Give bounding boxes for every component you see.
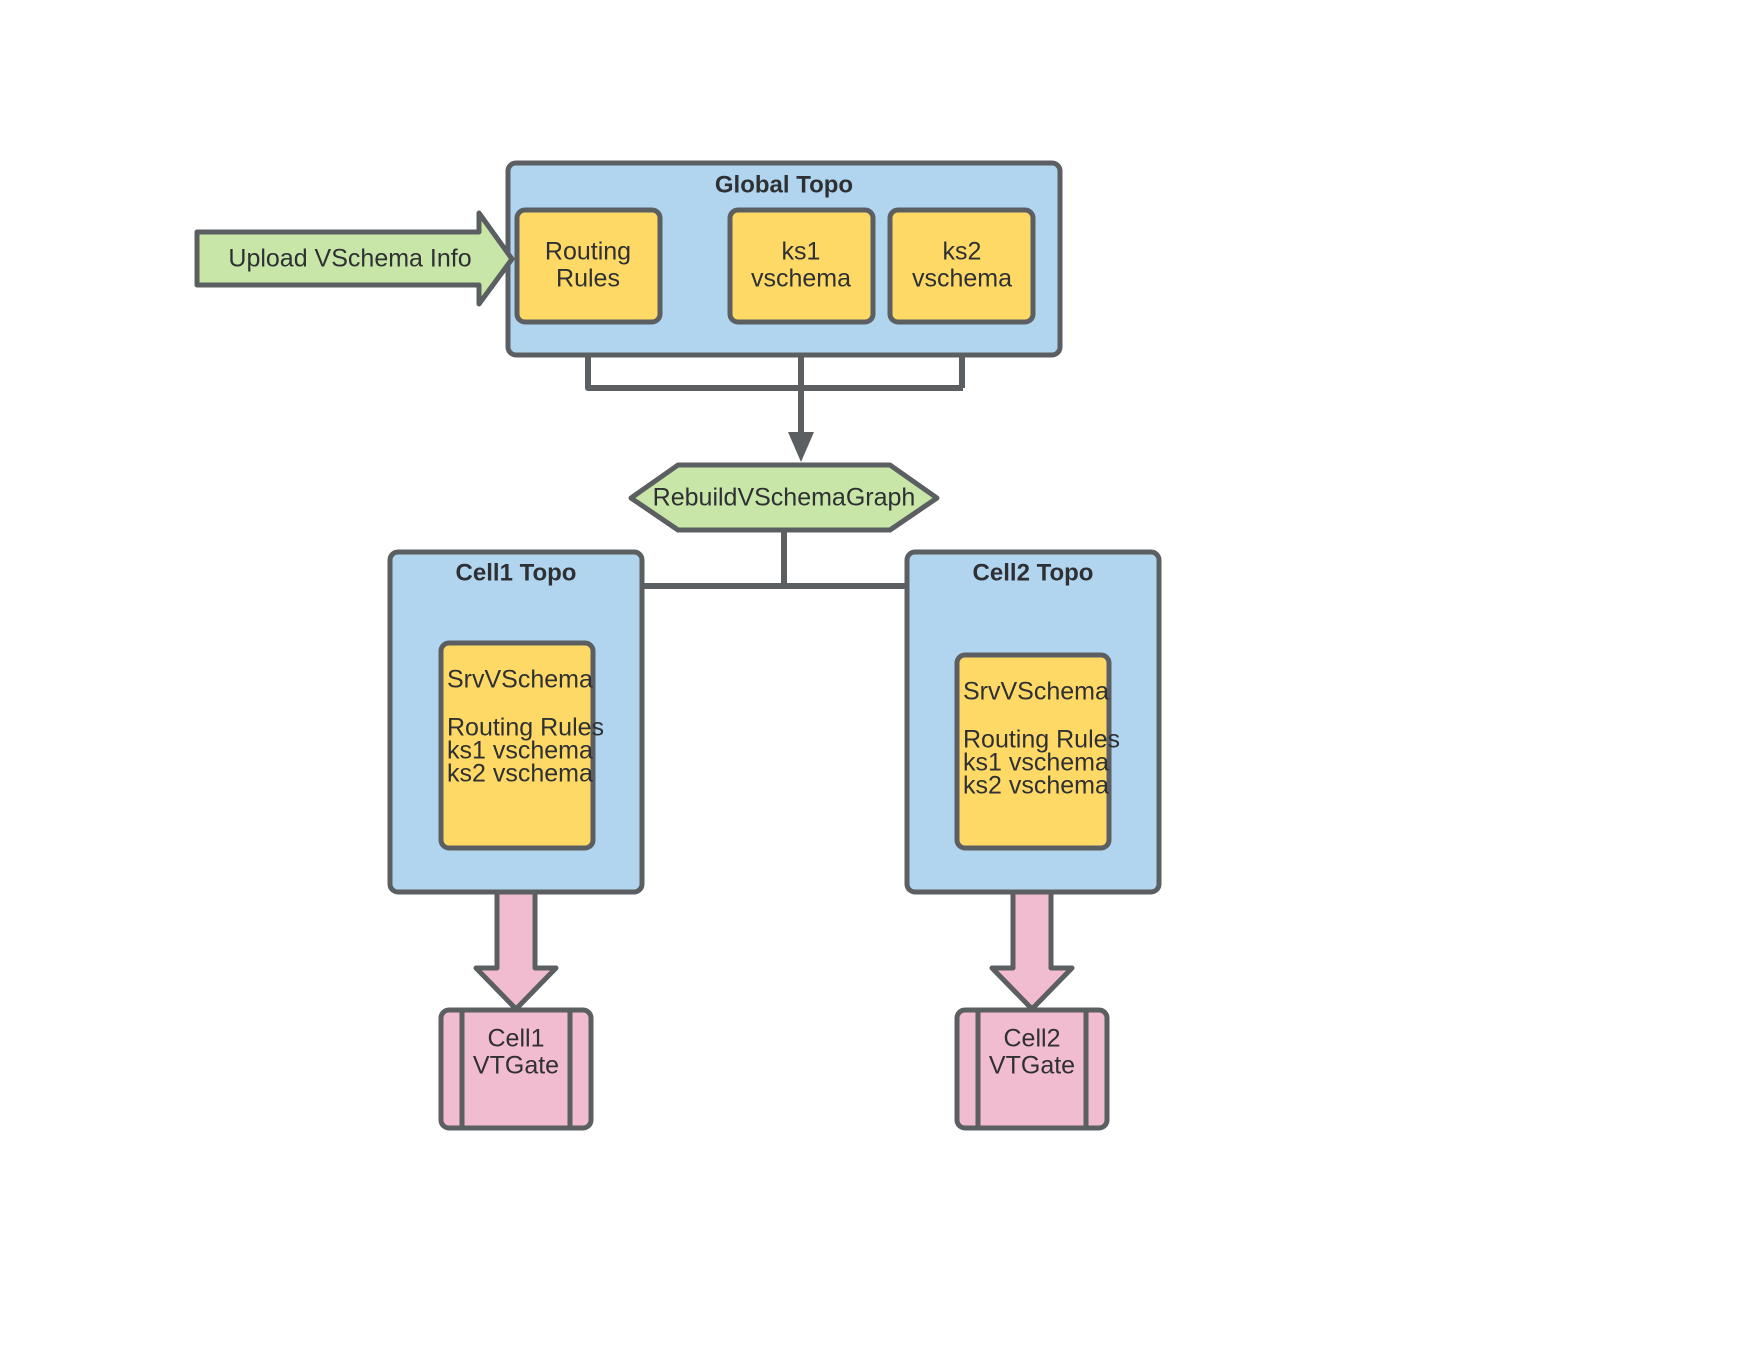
ks1-vschema-label-line2: vschema <box>751 265 851 293</box>
routing-rules-label-line2: Rules <box>556 265 620 293</box>
cell2-srvvschema-node[interactable]: SrvVSchema Routing Rules ks1 vschema ks2… <box>954 652 1120 851</box>
global-topo-container[interactable]: Global Topo Routing Rules ks1 vschema ks… <box>505 160 1063 358</box>
upload-vschema-arrow-label: Upload VSchema Info <box>228 245 471 273</box>
ks1-vschema-label-line1: ks1 <box>782 238 821 266</box>
cell2-srvvschema-line-3: ks2 vschema <box>963 772 1109 800</box>
cell2-topo-title: Cell2 Topo <box>973 559 1094 586</box>
cell2-topo-container[interactable]: Cell2 Topo SrvVSchema Routing Rules ks1 … <box>904 549 1162 895</box>
routing-rules-label-line1: Routing <box>545 238 631 266</box>
routing-rules-box[interactable] <box>514 207 663 325</box>
cell1-srvvschema-box[interactable] <box>438 640 596 851</box>
rebuild-vschema-graph-label: RebuildVSchemaGraph <box>653 484 916 512</box>
cell1-vtgate-label-line1: Cell1 <box>488 1025 545 1053</box>
upload-vschema-arrow[interactable]: Upload VSchema Info <box>194 210 515 307</box>
routing-rules-node[interactable]: Routing Rules <box>514 207 663 325</box>
rebuild-vschema-graph-node[interactable]: RebuildVSchemaGraph <box>628 462 940 533</box>
ks1-vschema-box[interactable] <box>727 207 876 325</box>
cell2-vtgate-node[interactable]: Cell2 VTGate <box>954 1007 1110 1131</box>
rebuild-vschema-graph-shape[interactable] <box>628 462 940 533</box>
cell1-srvvschema-heading: SrvVSchema <box>447 666 593 694</box>
cell1-srvvschema-line-1: Routing Rules <box>447 714 604 742</box>
cell2-srvvschema-line-2: ks1 vschema <box>963 749 1109 777</box>
global-topo-title: Global Topo <box>715 171 853 198</box>
cell2-vtgate-label-line2: VTGate <box>989 1052 1075 1080</box>
cell2-srvvschema-box[interactable] <box>954 652 1112 851</box>
upload-vschema-arrow-shape[interactable] <box>194 210 515 307</box>
cell1-topo-title: Cell1 Topo <box>456 559 577 586</box>
cell2-srvvschema-line-1: Routing Rules <box>963 726 1120 754</box>
arrowhead-to-rebuild <box>788 432 814 462</box>
ks2-vschema-box[interactable] <box>887 207 1036 325</box>
ks2-vschema-node[interactable]: ks2 vschema <box>887 207 1036 325</box>
cell1-vtgate-box[interactable] <box>438 1007 594 1131</box>
cell2-vtgate-label-line1: Cell2 <box>1004 1025 1061 1053</box>
edge-bus-to-rebuild <box>788 388 814 462</box>
cell1-srvvschema-node[interactable]: SrvVSchema Routing Rules ks1 vschema ks2… <box>438 640 604 851</box>
ks2-vschema-label-line2: vschema <box>912 265 1012 293</box>
cell1-vtgate-label-line2: VTGate <box>473 1052 559 1080</box>
ks2-vschema-label-line1: ks2 <box>943 238 982 266</box>
cell1-topo-container[interactable]: Cell1 Topo SrvVSchema Routing Rules ks1 … <box>387 549 645 895</box>
cell2-vtgate-box[interactable] <box>954 1007 1110 1131</box>
cell1-srvvschema-line-2: ks1 vschema <box>447 737 593 765</box>
cell1-vtgate-node[interactable]: Cell1 VTGate <box>438 1007 594 1131</box>
cell2-srvvschema-heading: SrvVSchema <box>963 678 1109 706</box>
cell1-srvvschema-line-3: ks2 vschema <box>447 760 593 788</box>
ks1-vschema-node[interactable]: ks1 vschema <box>727 207 876 325</box>
